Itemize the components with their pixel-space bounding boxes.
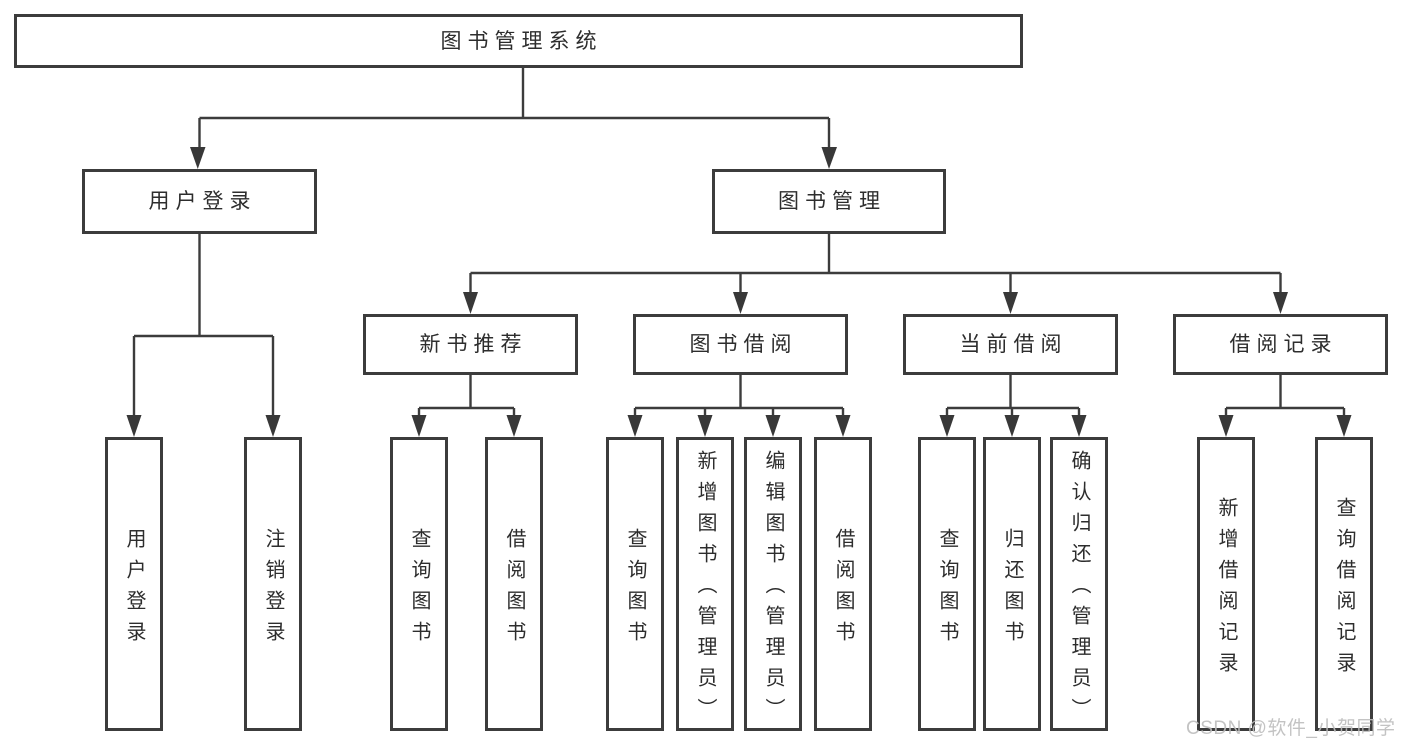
- leaf-current-query-books-label: 查询图书: [936, 527, 958, 652]
- node-current-borrowing: 当前借阅: [903, 314, 1118, 375]
- leaf-borrow-borrow-books-label: 借阅图书: [832, 527, 854, 652]
- leaf-newrec-query-books: 查询图书: [390, 437, 448, 731]
- node-book-borrowing: 图书借阅: [633, 314, 848, 375]
- leaf-user-login-label: 用户登录: [123, 527, 145, 652]
- node-book-management: 图书管理: [712, 169, 946, 234]
- leaf-logout-login: 注销登录: [244, 437, 302, 731]
- leaf-newrec-query-books-label: 查询图书: [408, 527, 430, 652]
- leaf-current-confirm-return-admin-label: 确认归还（管理员）: [1068, 450, 1090, 729]
- node-book-management-label: 图书管理: [778, 190, 886, 213]
- node-book-borrowing-label: 图书借阅: [689, 333, 798, 356]
- leaf-current-confirm-return-admin: 确认归还（管理员）: [1050, 437, 1108, 731]
- leaf-newrec-borrow-books: 借阅图书: [485, 437, 543, 731]
- leaf-records-query-record: 查询借阅记录: [1315, 437, 1373, 731]
- leaf-records-query-record-label: 查询借阅记录: [1333, 496, 1355, 683]
- node-user-login: 用户登录: [82, 169, 317, 234]
- node-current-borrowing-label: 当前借阅: [959, 333, 1068, 356]
- leaf-logout-login-label: 注销登录: [262, 527, 284, 652]
- leaf-records-add-record-label: 新增借阅记录: [1215, 496, 1237, 683]
- node-new-book-recommendation: 新书推荐: [363, 314, 578, 375]
- leaf-user-login: 用户登录: [105, 437, 163, 731]
- node-borrowing-records: 借阅记录: [1173, 314, 1388, 375]
- arrowheads: [126, 147, 1352, 437]
- node-user-login-label: 用户登录: [148, 190, 257, 213]
- node-new-book-recommendation-label: 新书推荐: [419, 333, 528, 356]
- leaf-records-add-record: 新增借阅记录: [1197, 437, 1255, 731]
- leaf-newrec-borrow-books-label: 借阅图书: [503, 527, 525, 652]
- leaf-borrow-edit-books-admin-label: 编辑图书（管理员）: [762, 450, 784, 729]
- node-library-management-system-label: 图书管理系统: [440, 29, 603, 53]
- leaf-borrow-borrow-books: 借阅图书: [814, 437, 872, 731]
- leaf-borrow-add-books-admin: 新增图书（管理员）: [676, 437, 734, 731]
- leaf-current-query-books: 查询图书: [918, 437, 976, 731]
- leaf-borrow-add-books-admin-label: 新增图书（管理员）: [694, 450, 716, 729]
- node-library-management-system: 图书管理系统: [14, 14, 1023, 68]
- node-borrowing-records-label: 借阅记录: [1229, 333, 1338, 356]
- leaf-borrow-query-books-label: 查询图书: [624, 527, 646, 652]
- csdn-watermark: CSDN @软件_小贺同学: [1186, 718, 1396, 739]
- leaf-current-return-books: 归还图书: [983, 437, 1041, 731]
- leaf-current-return-books-label: 归还图书: [1001, 527, 1023, 652]
- leaf-borrow-query-books: 查询图书: [606, 437, 664, 731]
- connector-path: [132, 68, 1346, 419]
- leaf-borrow-edit-books-admin: 编辑图书（管理员）: [744, 437, 802, 731]
